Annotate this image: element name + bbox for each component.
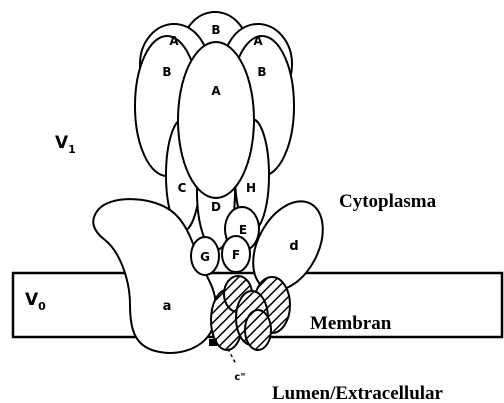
subunit-a-center — [178, 42, 254, 198]
c-ring-front — [245, 310, 271, 350]
c-double-prime-marker — [209, 339, 217, 346]
label-cytoplasma: Cytoplasma — [339, 191, 437, 212]
label-v1: V1 — [55, 133, 76, 156]
label-b-left: B — [162, 65, 171, 79]
label-c: C — [178, 181, 187, 195]
label-a-small: a — [163, 299, 172, 314]
label-b-top: B — [211, 23, 220, 37]
label-a-center: A — [211, 84, 221, 98]
label-c-double-prime: c" — [234, 372, 245, 383]
label-g: G — [200, 250, 210, 264]
label-lumen: Lumen/Extracellular — [272, 383, 444, 403]
label-v1-sub: 1 — [68, 143, 76, 156]
label-a-top-left: A — [169, 34, 179, 48]
label-e: E — [239, 223, 247, 237]
label-b-right: B — [257, 65, 266, 79]
label-v1-letter: V — [55, 133, 69, 153]
label-a-top-right: A — [253, 34, 263, 48]
label-v0-sub: 0 — [38, 300, 46, 313]
label-membran: Membran — [310, 313, 392, 334]
label-f: F — [232, 248, 240, 262]
label-h: H — [246, 181, 256, 195]
c-double-prime-leader — [228, 349, 236, 364]
label-d-small: d — [289, 239, 298, 254]
label-v0-letter: V — [25, 290, 39, 310]
label-d-stalk: D — [211, 200, 221, 214]
